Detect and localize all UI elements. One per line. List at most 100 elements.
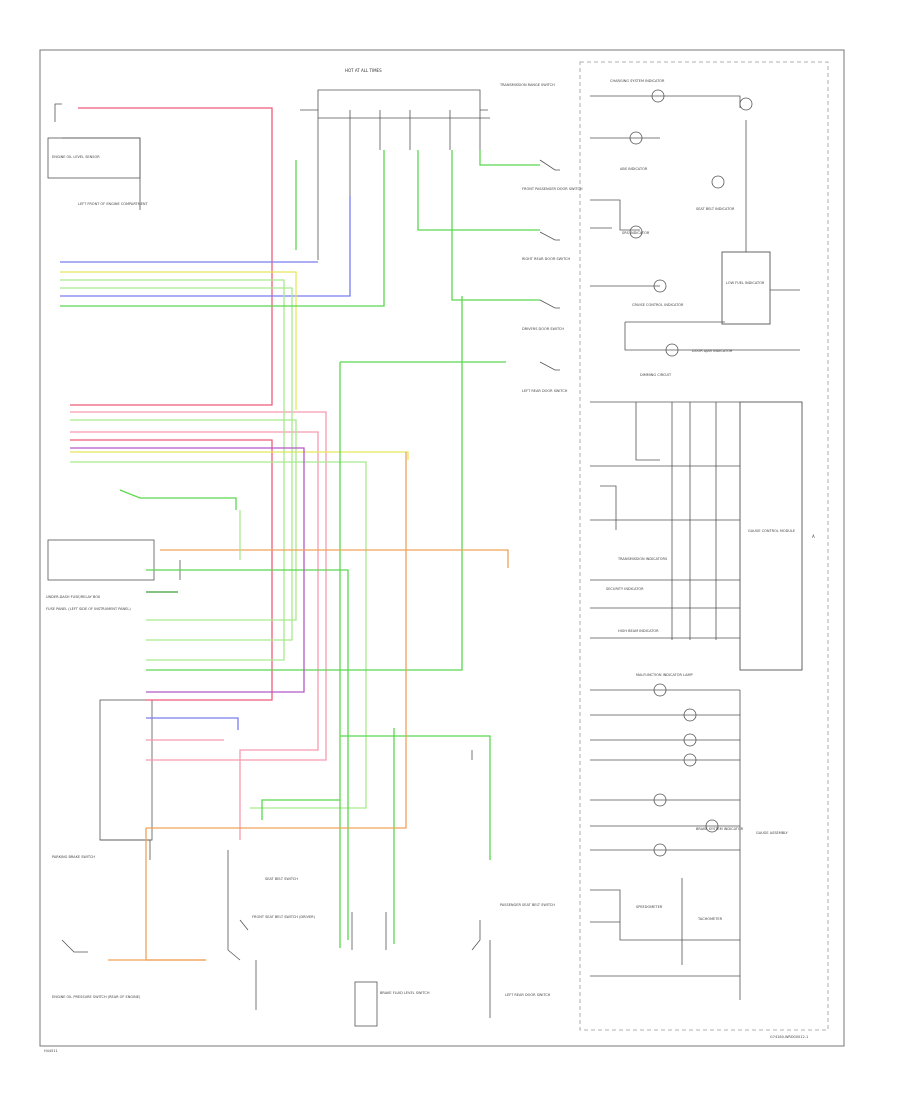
label-check-engine: MALFUNCTION INDICATOR LAMP [636, 673, 693, 677]
label-brake-fluid-switch: BRAKE FLUID LEVEL SWITCH [380, 991, 430, 995]
lamp-check [653, 793, 667, 807]
label-high-beam: HIGH BEAM INDICATOR [618, 629, 659, 633]
lamp-door [629, 225, 643, 239]
label-speedometer: SPEEDOMETER [636, 905, 663, 909]
label-door-ajar: DOOR AJAR INDICATOR [692, 349, 733, 353]
label-trans-switch: TRANSMISSION RANGE SWITCH [499, 83, 555, 87]
label-charge-indicator: CHARGING SYSTEM INDICATOR [610, 79, 665, 83]
label-footer-id: G74180-WRD00012-1 [770, 1035, 808, 1039]
bk-r-28 [590, 889, 740, 941]
gauge-control-box [739, 401, 803, 671]
label-brake-system: BRAKE SYSTEM INDICATOR [696, 827, 744, 831]
wire-green-10 [479, 150, 540, 166]
bk-oil-sensor-b [62, 137, 141, 210]
wire-green-8 [417, 150, 540, 231]
lamp-oil [683, 733, 697, 747]
lamp-charge [651, 89, 665, 103]
label-oil-level-sensor: ENGINE OIL LEVEL SENSOR [52, 155, 100, 159]
components-group [629, 89, 753, 857]
wire-lgreen-4 [70, 461, 367, 809]
label-left-rear-door-bottom: LEFT REAR DOOR SWITCH [505, 993, 551, 997]
fuse-relay-box [47, 539, 155, 581]
outer-frame [39, 49, 845, 1047]
label-gauge-control: GAUGE CONTROL MODULE [748, 529, 795, 533]
lamp-sec [739, 97, 753, 111]
label-gauge-assembly: GAUGE ASSEMBLY [756, 831, 789, 835]
bk-door-sw1 [539, 159, 560, 171]
label-driver-door: DRIVERS DOOR SWITCH [522, 327, 564, 331]
label-security-indicator: SECURITY INDICATOR [606, 587, 644, 591]
wire-green-11 [261, 799, 340, 820]
label-right-rear-door: RIGHT REAR DOOR SWITCH [522, 257, 570, 261]
brake-switch-box [354, 981, 378, 1027]
label-hot-at-all-times: HOT AT ALL TIMES [345, 68, 382, 73]
bk-top-bus [300, 89, 488, 111]
bk-r-3 [590, 199, 640, 231]
label-srs-indicator: SRS INDICATOR [622, 231, 650, 235]
lamp-brake [683, 753, 697, 767]
label-page-corner: H44511 [44, 1049, 58, 1053]
lamp-seat-belt [711, 175, 725, 189]
bk-oil-sensor-a [54, 103, 62, 122]
wire-pink-1 [70, 411, 327, 761]
wire-orange-2 [146, 452, 407, 829]
label-oil-sensor-unit: LOW FUEL INDICATOR [726, 281, 765, 285]
bk-r-7 [624, 322, 800, 351]
bk-door-sw3 [539, 299, 560, 309]
wire-lgreen-1 [60, 279, 285, 661]
label-left-front-compartment: LEFT FRONT OF ENGINE COMPARTMENT [78, 202, 148, 206]
bk-door-sw4 [539, 361, 560, 371]
label-abs-indicator: ABS INDICATOR [620, 167, 648, 171]
wire-green-12 [340, 735, 491, 860]
oil-sensor-box [721, 251, 771, 325]
bk-b-8 [61, 939, 88, 953]
wire-green-6 [119, 489, 237, 510]
wire-yellow-2 [70, 451, 409, 460]
wire-lgreen-3 [70, 419, 297, 621]
wire-lgreen-2 [60, 287, 293, 641]
label-section-marker: A [812, 534, 815, 539]
label-parking-brake-switch: PARKING BRAKE SWITCH [52, 855, 95, 859]
lamp-high-beam [683, 708, 697, 722]
wire-green-3 [146, 296, 463, 671]
wire-green-1 [60, 150, 385, 307]
label-seat-belt-switch: SEAT BELT SWITCH [265, 877, 298, 881]
bk-door-sw2 [539, 231, 560, 241]
label-cruise-indicator: CRUISE CONTROL INDICATOR [632, 303, 684, 307]
wire-red-top [70, 107, 273, 406]
label-trans-indicators: TRANSMISSION INDICATORS [617, 557, 668, 561]
label-seat-belt-indicator: SEAT BELT INDICATOR [696, 207, 735, 211]
bk-b-7 [471, 920, 481, 951]
lamp-cruise [665, 343, 679, 357]
wire-green-9 [451, 150, 540, 301]
wires-group [54, 89, 800, 1018]
wire-pink-2 [70, 431, 319, 840]
wire-yellow-1 [60, 271, 297, 410]
wire-orange-3 [145, 828, 206, 961]
connector-box [99, 699, 153, 841]
lamp-low-fuel [705, 819, 719, 833]
lamp-abs [629, 131, 643, 145]
wire-purple [70, 447, 305, 693]
bk-b-2 [227, 850, 241, 961]
label-front-pass-door: FRONT PASSENGER DOOR SWITCH [522, 187, 583, 191]
lamp-trans [653, 683, 667, 697]
bk-r-16 [635, 402, 660, 461]
wire-blue-2 [60, 196, 351, 297]
label-oil-pressure-switch: ENGINE OIL PRESSURE SWITCH (REAR OF ENGI… [52, 995, 141, 999]
label-fuse-panel: FUSE PANEL (LEFT SIDE OF INSTRUMENT PANE… [46, 607, 131, 611]
label-left-rear-door-top: LEFT REAR DOOR SWITCH [522, 389, 568, 393]
bk-r-20 [600, 485, 617, 530]
bk-b-3 [239, 919, 249, 931]
lamp-srs [653, 279, 667, 293]
label-front-seat-belt-driver: FRONT SEAT BELT SWITCH (DRIVER) [252, 915, 316, 919]
wire-green-13 [146, 569, 349, 940]
label-tachometer: TACHOMETER [697, 917, 723, 921]
bk-b-1 [100, 839, 151, 860]
wire-blue-3 [146, 717, 239, 730]
wire-orange-1 [160, 549, 509, 568]
label-passenger-seat-belt: PASSENGER SEAT BELT SWITCH [500, 903, 555, 907]
label-fuse-relay-box: UNDER-DASH FUSE/RELAY BOX [46, 595, 101, 599]
